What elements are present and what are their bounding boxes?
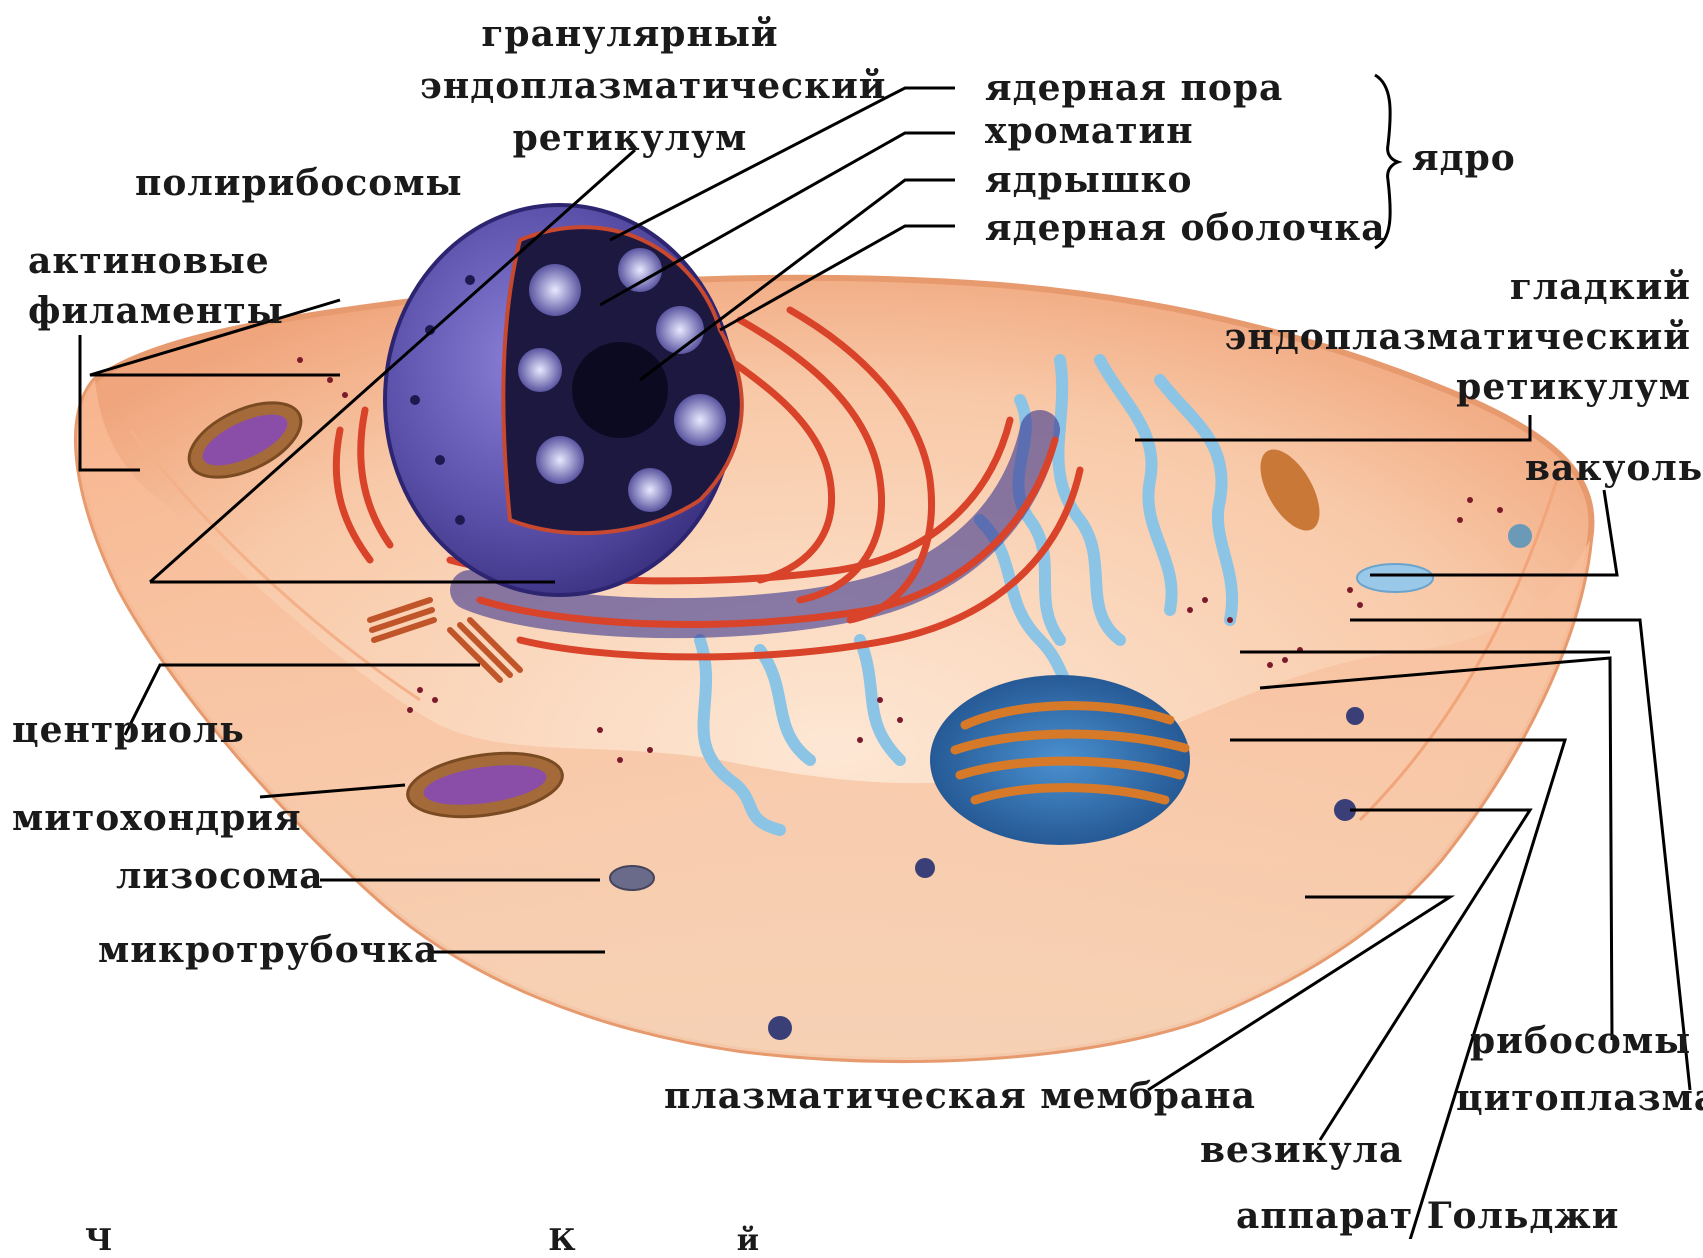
label-ribosomes: рибосомы — [1470, 1023, 1691, 1059]
label-nuclear-envelope: ядерная оболочка — [985, 210, 1386, 246]
label-poliribosomes: полирибосомы — [135, 165, 463, 201]
label-actin-filaments: актиновые филаменты — [28, 236, 284, 336]
label-centriole: центриоль — [12, 712, 245, 748]
label-granular-er: гранулярный эндоплазматический ретикулум — [420, 8, 840, 164]
label-plasma-membrane: плазматическая мембрана — [664, 1078, 1256, 1114]
label-vacuole: вакуоль — [1525, 450, 1703, 486]
label-nucleolus: ядрышко — [985, 162, 1193, 198]
label-vesicle: везикула — [1200, 1132, 1403, 1168]
label-mitochondrion: митохондрия — [12, 800, 302, 836]
label-nuclear-pore: ядерная пора — [985, 70, 1283, 106]
bottom-caption: Ч К й — [85, 1226, 760, 1256]
label-smooth-er: гладкий эндоплазматический ретикулум — [1225, 262, 1692, 412]
label-golgi: аппарат Гольджи — [1236, 1198, 1619, 1234]
nucleolus — [572, 342, 668, 438]
lysosome — [610, 866, 654, 890]
label-chromatin: хроматин — [985, 113, 1194, 149]
label-microtubule: микротрубочка — [98, 932, 438, 968]
label-cytoplasm: цитоплазма — [1456, 1080, 1703, 1116]
golgi-apparatus — [930, 675, 1190, 845]
label-lysosome: лизосома — [116, 858, 324, 894]
vacuole — [1357, 564, 1433, 592]
label-nucleus: ядро — [1412, 140, 1516, 176]
